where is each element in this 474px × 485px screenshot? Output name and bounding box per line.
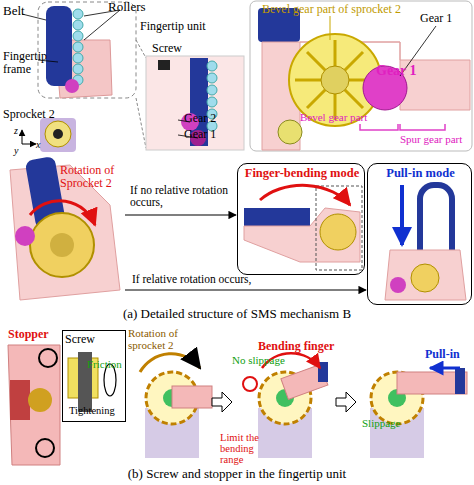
part-label: Screw: [152, 42, 182, 55]
part-label: Gear 2: [184, 112, 216, 125]
part-label: Gear 1: [420, 12, 452, 25]
part-label: Sprocket 2: [3, 108, 55, 121]
part-label: Gear 1: [376, 64, 417, 79]
part-label: Stopper: [8, 328, 49, 341]
part-label: Pull-in: [425, 348, 460, 361]
part-label: Gear 1: [184, 128, 216, 141]
part-label: Spur gear part: [400, 134, 462, 146]
part-label: z: [14, 126, 18, 137]
part-label: Slippage: [362, 418, 401, 430]
part-label: Bending finger: [258, 340, 334, 353]
node-text: Tightening: [69, 405, 115, 416]
mode-panel: Pull-in mode: [367, 163, 472, 305]
part-label: Rollers: [108, 0, 146, 14]
node-text: Finger-bending mode: [238, 167, 366, 180]
part-label: Belt: [3, 4, 25, 18]
part-label: Bevel gear part: [300, 112, 367, 124]
part-label: (a) Detailed structure of SMS mechanism …: [0, 307, 474, 321]
part-label: Rotation of Sprocket 2: [60, 164, 130, 189]
mode-panel: Finger-bending mode: [237, 163, 365, 275]
part-label: If relative rotation occurs,: [132, 273, 251, 285]
part-label: Rotation of sprocket 2: [128, 328, 204, 351]
part-label: y: [14, 146, 18, 157]
inset-box: ScrewFrictionTightening: [62, 330, 126, 422]
node-text: Pull-in mode: [368, 167, 473, 180]
part-label: Fingertip frame: [3, 50, 55, 75]
part-label: No slippage: [232, 355, 285, 367]
node-text: Screw: [65, 333, 95, 346]
part-label: If no relative rotation occurs,: [130, 184, 234, 208]
part-label: Fingertip unit: [140, 20, 206, 33]
node-text: Friction: [87, 359, 122, 371]
part-label: (b) Screw and stopper in the fingertip u…: [0, 467, 474, 481]
part-label: Limit the bending range: [220, 432, 260, 465]
part-label: Bevel gear part of sprocket 2: [262, 3, 401, 16]
part-label: x: [36, 140, 40, 151]
